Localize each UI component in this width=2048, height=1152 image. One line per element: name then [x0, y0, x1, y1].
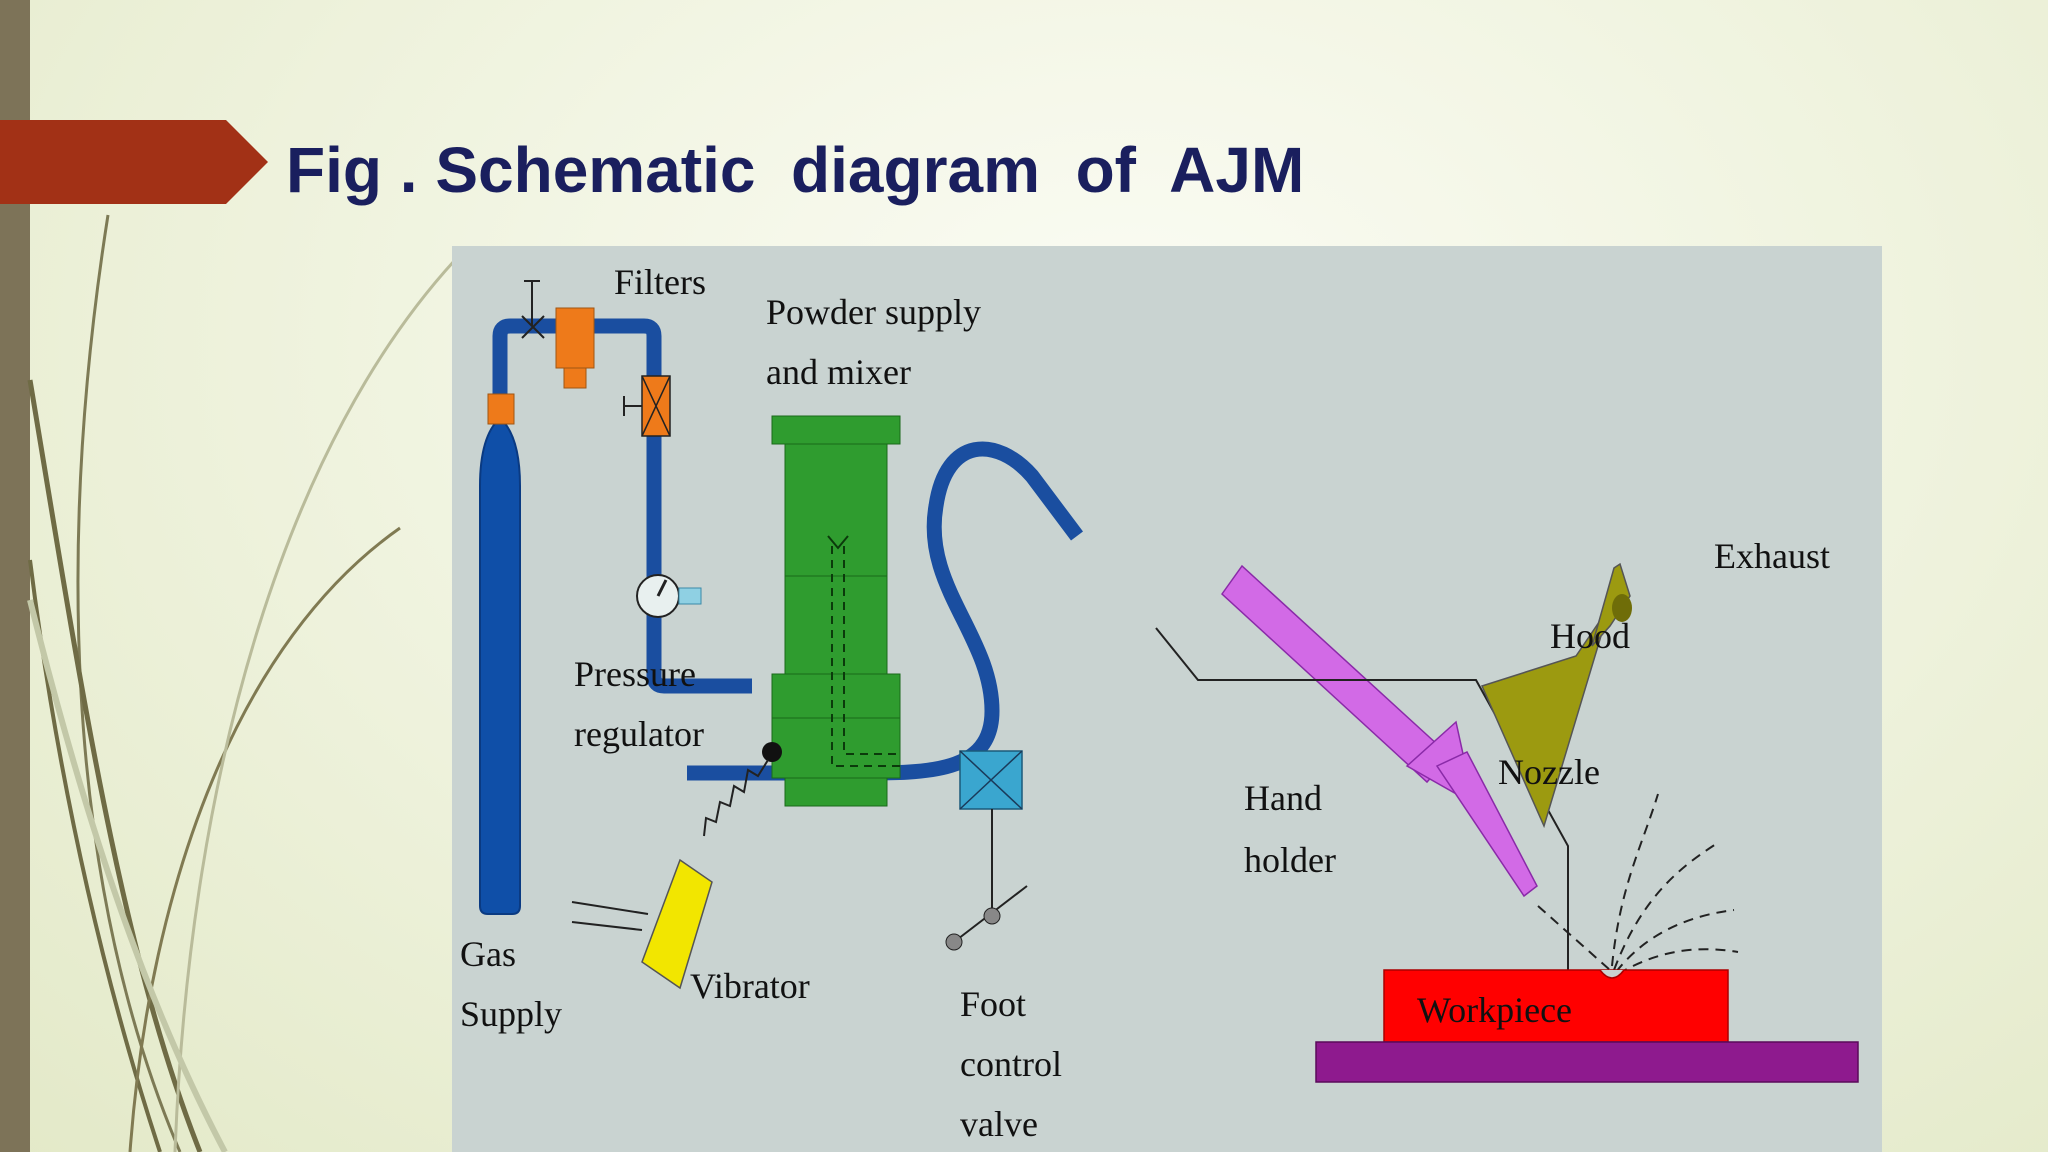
label-control: control: [960, 1044, 1062, 1084]
label-hand: Hand: [1244, 778, 1322, 818]
pressure-gauge: [636, 574, 702, 618]
workpiece-table: [1315, 969, 1859, 1083]
hand-holder-nozzle: [1221, 564, 1538, 898]
powder-mixer: [771, 415, 901, 807]
label-regulator: regulator: [574, 714, 704, 754]
label-powder-supply: Powder supply: [766, 292, 981, 332]
label-supply: Supply: [460, 994, 562, 1034]
label-workpiece: Workpiece: [1417, 990, 1572, 1030]
label-nozzle: Nozzle: [1498, 752, 1600, 792]
exhaust: [1480, 562, 1632, 829]
regulator-valve: [623, 375, 671, 437]
label-pressure: Pressure: [574, 654, 696, 694]
slide-title: Fig . Schematic diagram of AJM: [286, 134, 1305, 206]
label-foot: Foot: [960, 984, 1026, 1024]
vibrator: [571, 742, 782, 990]
hood: [1155, 627, 1569, 1016]
label-exhaust: Exhaust: [1714, 536, 1830, 576]
label-hood: Hood: [1550, 616, 1630, 656]
label-vibrator: Vibrator: [690, 966, 810, 1006]
label-and-mixer: and mixer: [766, 352, 911, 392]
gas-supply-cylinder: [479, 393, 521, 915]
label-filters: Filters: [614, 262, 706, 302]
ajm-schematic-diagram: Filters Powder supply and mixer Pressure…: [452, 246, 1882, 1152]
shutoff-valve: [521, 280, 545, 339]
label-holder: holder: [1244, 840, 1336, 880]
label-gas: Gas: [460, 934, 516, 974]
filter: [555, 307, 595, 389]
foot-control-valve: [945, 750, 1028, 951]
decorative-swoosh-lines: [27, 214, 457, 1152]
abrasive-jet-spray: [1537, 793, 1739, 975]
title-arrow-marker: [0, 120, 268, 204]
label-valve: valve: [960, 1104, 1038, 1144]
